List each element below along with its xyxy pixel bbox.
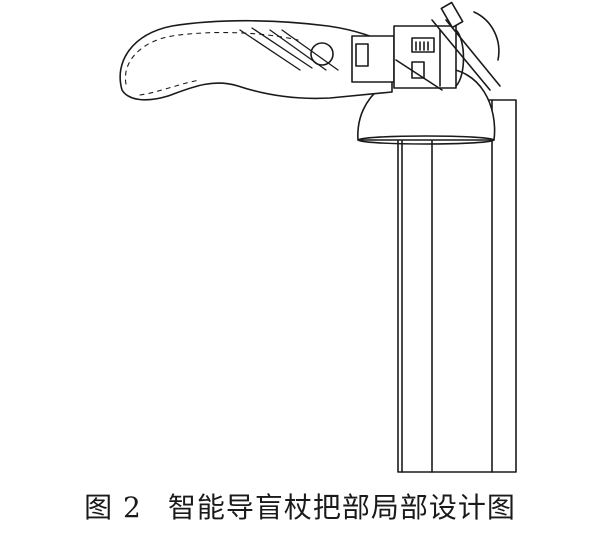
control-button [310,42,334,66]
sensor-probe [440,1,500,61]
sensor-arm [395,19,501,91]
handle-grip [119,19,393,101]
module-housing [393,25,465,89]
figure-title: 智能导盲杖把部局部设计图 [167,491,516,524]
figure-caption: 图 2 智能导盲杖把部局部设计图 [0,486,600,526]
cane-shaft [397,99,517,473]
connector-block [351,35,395,83]
cane-handle-design-drawing [119,1,517,473]
figure-number: 图 2 [84,491,142,524]
